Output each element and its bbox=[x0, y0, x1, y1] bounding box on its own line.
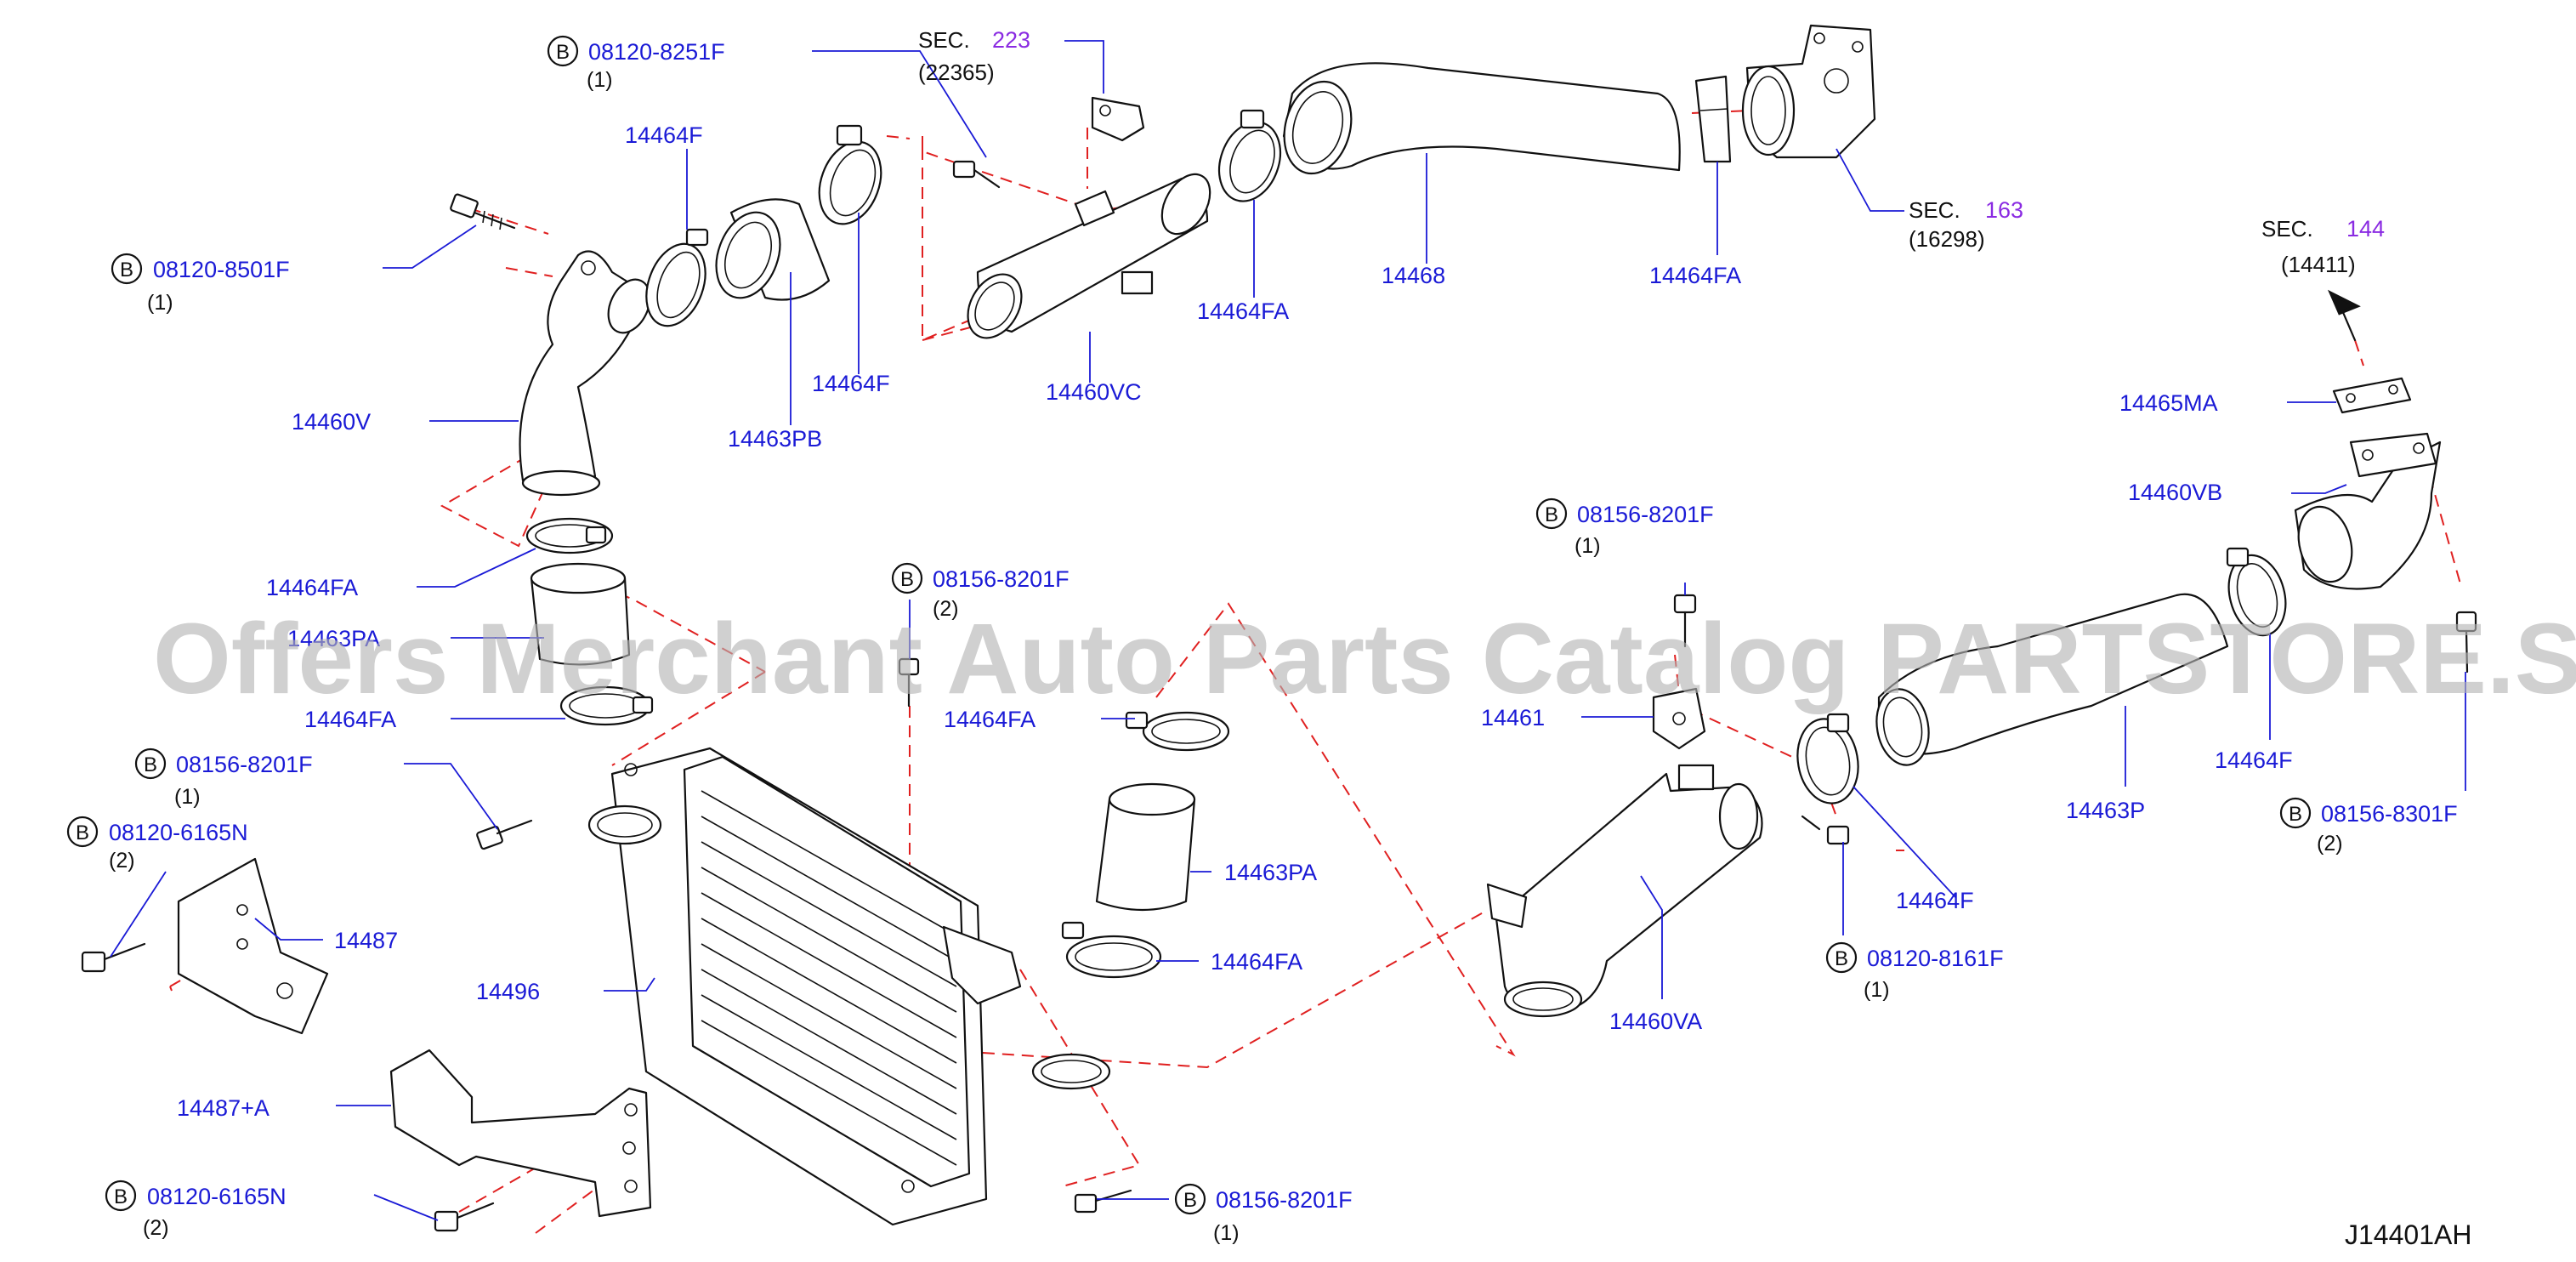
bolt-marker-text: B bbox=[1835, 947, 1848, 970]
sec-163-number: 163 bbox=[1985, 197, 2023, 223]
bolt-08120-8251f-qty: (1) bbox=[587, 68, 613, 92]
bolt-marker-text: B bbox=[900, 568, 914, 591]
part-14465ma-label: 14465MA bbox=[2119, 390, 2218, 416]
bolt-marker-text: B bbox=[144, 753, 157, 776]
part-14463pb-label: 14463PB bbox=[728, 426, 822, 452]
bolt-08156-8301f-qty: (2) bbox=[2317, 832, 2343, 856]
bolt-marker-text: B bbox=[1545, 503, 1558, 526]
hose-14463p bbox=[1877, 593, 2229, 755]
part-14464fa-label: 14464FA bbox=[1197, 298, 1289, 324]
part-14464fa-label: 14464FA bbox=[944, 707, 1036, 732]
bracket-14487 bbox=[177, 857, 329, 1035]
part-14468-label: 14468 bbox=[1382, 263, 1445, 288]
bolt-08120-6165n-qty: (2) bbox=[109, 849, 135, 873]
bolt-marker-text: B bbox=[76, 821, 89, 844]
bolt-08156-8201f-qty: (1) bbox=[1213, 1221, 1240, 1245]
gasket-14465ma bbox=[2332, 377, 2412, 414]
bolt-08120-6165n-part: 08120-6165N bbox=[109, 820, 248, 845]
part-14487a-label: 14487+A bbox=[177, 1095, 270, 1121]
intercooler-14496-drawing bbox=[587, 747, 1111, 1226]
bolt-08156-8301f-part: 08156-8301F bbox=[2321, 801, 2458, 827]
part-14463pa-label: 14463PA bbox=[287, 626, 380, 651]
part-14463pa-label: 14463PA bbox=[1224, 860, 1317, 885]
sec-144-number: 144 bbox=[2346, 216, 2385, 242]
part-14464f-label: 14464F bbox=[2215, 748, 2293, 773]
part-14460v-label: 14460V bbox=[292, 409, 371, 435]
bolt-08156-8201f-qty: (1) bbox=[1575, 534, 1601, 558]
sec-163-ref: (16298) bbox=[1909, 226, 1985, 252]
sensor-22365 bbox=[1091, 96, 1145, 142]
bolt-08120-6165n-part: 08120-6165N bbox=[147, 1184, 287, 1209]
part-14464fa-label: 14464FA bbox=[1211, 949, 1302, 975]
bolt-08120-6165n-qty: (2) bbox=[143, 1216, 169, 1240]
bolt-marker-icon bbox=[891, 562, 923, 594]
bolt-marker-icon bbox=[1825, 941, 1858, 974]
part-14496-label: 14496 bbox=[476, 979, 540, 1004]
bolt-08120-8501f-part: 08120-8501F bbox=[153, 257, 290, 282]
part-14464f-label: 14464F bbox=[1896, 888, 1974, 913]
part-14463p-label: 14463P bbox=[2066, 798, 2145, 823]
sec-144-ref: (14411) bbox=[2281, 252, 2356, 277]
bolt-marker-text: B bbox=[1183, 1189, 1197, 1212]
bolt-08156-8201f-qty: (2) bbox=[933, 597, 959, 621]
part-14464fa-label: 14464FA bbox=[304, 707, 396, 732]
bolt-08120-8161f-qty: (1) bbox=[1864, 978, 1890, 1002]
bolt-8501f-drawing bbox=[450, 193, 516, 230]
bolt-08156-8201f-part: 08156-8201F bbox=[933, 566, 1070, 592]
watermark: Offers Merchant Auto Parts Catalog PARTS… bbox=[153, 603, 2576, 715]
hose-14468 bbox=[1282, 62, 1681, 172]
sec-223-number: 223 bbox=[992, 27, 1030, 53]
bolt-marker-icon bbox=[2279, 797, 2312, 829]
bolt-8251f-drawing bbox=[952, 160, 1001, 189]
part-14460vb-label: 14460VB bbox=[2128, 480, 2222, 505]
bolt-08156-8201f-qty: (1) bbox=[174, 785, 201, 809]
diagram-code: J14401AH bbox=[2345, 1219, 2471, 1250]
bolt-08156-8201f-part: 08156-8201F bbox=[176, 752, 313, 777]
leader-lines bbox=[110, 40, 2466, 1221]
bolt-marker-icon bbox=[1535, 497, 1568, 530]
bracket-14461 bbox=[1652, 687, 1706, 750]
bolt-marker-text: B bbox=[114, 1185, 128, 1208]
bolt-marker-text: B bbox=[120, 259, 133, 281]
bolt-marker-icon bbox=[1174, 1183, 1206, 1215]
bolt-marker-icon bbox=[111, 253, 143, 285]
bolt-marker-icon bbox=[134, 748, 167, 780]
part-14487-label: 14487 bbox=[334, 928, 398, 953]
bolt-marker-icon bbox=[66, 816, 99, 848]
labels: SEC. 223 (22365) SEC. 163 (16298) SEC. 1… bbox=[66, 27, 2471, 1250]
part-14461-label: 14461 bbox=[1481, 705, 1545, 730]
bolt-marker-text: B bbox=[2289, 803, 2302, 826]
bracket-14487a bbox=[389, 1049, 652, 1218]
bolt-marker-icon bbox=[547, 35, 579, 67]
sec-223-prefix: SEC. bbox=[918, 27, 970, 53]
part-14464f-label: 14464F bbox=[812, 371, 890, 396]
bolt-08156-8201f-part: 08156-8201F bbox=[1216, 1187, 1353, 1213]
bolt-08120-8161f-part: 08120-8161F bbox=[1867, 946, 2004, 971]
part-14464fa-label: 14464FA bbox=[1649, 263, 1741, 288]
bolt-marker-icon bbox=[105, 1180, 137, 1212]
part-drawings bbox=[81, 24, 2477, 1232]
sec-163-prefix: SEC. bbox=[1909, 197, 1960, 223]
part-14460vc-label: 14460VC bbox=[1046, 379, 1142, 405]
part-14464f-label: 14464F bbox=[625, 122, 703, 148]
bolt-08156-8201f-part: 08156-8201F bbox=[1577, 502, 1714, 527]
bolt-08120-8501f-qty: (1) bbox=[147, 291, 173, 315]
bolt-marker-text: B bbox=[556, 41, 570, 64]
bolt-08120-8251f-part: 08120-8251F bbox=[588, 39, 725, 65]
part-14464fa-label: 14464FA bbox=[266, 575, 358, 600]
part-14460va-label: 14460VA bbox=[1609, 1009, 1702, 1034]
sec-223-ref: (22365) bbox=[918, 60, 995, 85]
sec-144-prefix: SEC. bbox=[2261, 216, 2313, 242]
